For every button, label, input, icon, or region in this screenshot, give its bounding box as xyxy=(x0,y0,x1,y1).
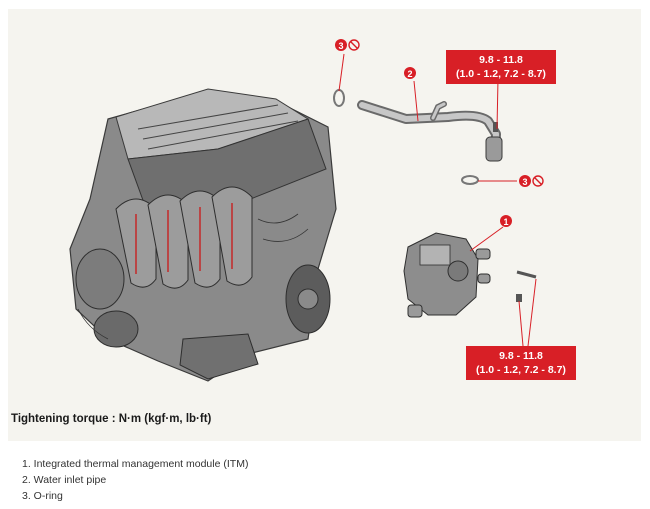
engine-illustration xyxy=(69,88,337,382)
callout-oring-bottom: 3 xyxy=(519,175,544,187)
do-not-reuse-icon xyxy=(348,39,360,51)
callout-itm-number: 1 xyxy=(503,217,508,227)
bolt-small-illustration xyxy=(516,294,522,302)
callout-itm: 1 xyxy=(500,215,512,227)
legend-item: 2. Water inlet pipe xyxy=(22,474,107,486)
callout-pipe-number: 2 xyxy=(407,69,412,79)
o-ring-top-illustration xyxy=(333,89,345,107)
callout-oring-bottom-number: 3 xyxy=(522,177,527,187)
torque-top-value: 9.8 - 11.8 xyxy=(479,54,523,66)
legend-item: 1. Integrated thermal management module … xyxy=(22,458,249,470)
callout-oring-top-number: 3 xyxy=(338,41,343,51)
itm-illustration xyxy=(403,232,491,318)
torque-top-units: (1.0 - 1.2, 7.2 - 8.7) xyxy=(456,68,546,80)
legend-item: 3. O-ring xyxy=(22,490,63,502)
bolt-illustration xyxy=(516,270,537,279)
parts-legend: 1. Integrated thermal management module … xyxy=(22,456,248,504)
torque-bottom-units: (1.0 - 1.2, 7.2 - 8.7) xyxy=(476,364,566,376)
torque-caption: Tightening torque : N·m (kgf·m, lb·ft) xyxy=(11,413,212,425)
callout-oring-top: 3 xyxy=(335,39,360,51)
torque-bottom-value: 9.8 - 11.8 xyxy=(499,350,543,362)
do-not-reuse-icon xyxy=(532,175,544,187)
o-ring-bottom-illustration xyxy=(461,175,479,185)
torque-spec-bottom: 9.8 - 11.8 (1.0 - 1.2, 7.2 - 8.7) xyxy=(466,346,576,380)
torque-spec-top: 9.8 - 11.8 (1.0 - 1.2, 7.2 - 8.7) xyxy=(446,50,556,84)
leader-lines xyxy=(338,53,537,347)
diagram-artwork: 3 2 3 1 xyxy=(69,39,544,382)
water-inlet-pipe-illustration xyxy=(357,100,503,162)
exploded-diagram: 3 2 3 1 9.8 - 11.8 (1.0 - 1.2, 7.2 - 8.7… xyxy=(8,9,641,441)
callout-pipe: 2 xyxy=(404,67,416,79)
